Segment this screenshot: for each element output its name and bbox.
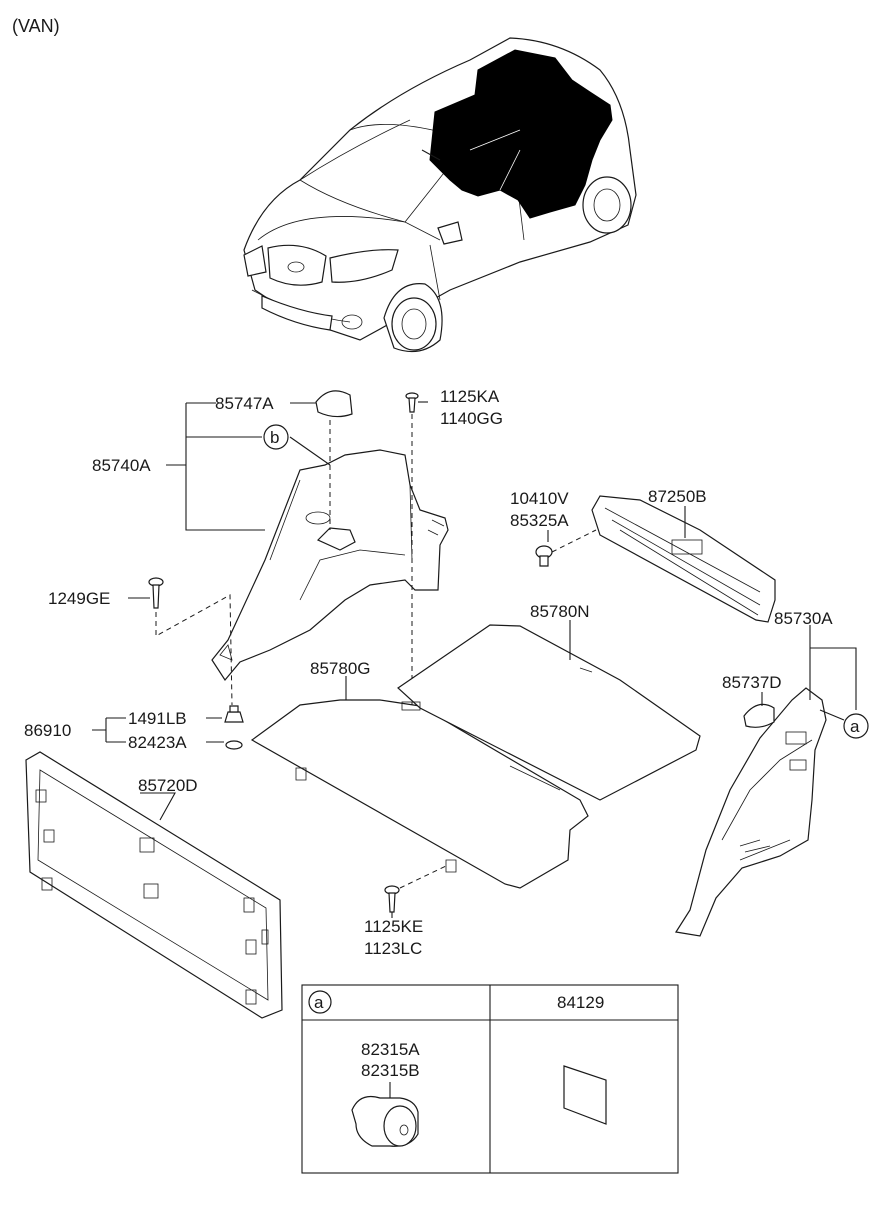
label-85747A: 85747A [215,394,274,413]
car-pillar-line [421,149,441,161]
quarter-trim-tab [219,644,233,661]
bracket-85730A [809,625,857,710]
car-illustration [243,37,637,353]
label-85720D: 85720D [138,776,198,795]
legend-label-82315B: 82315B [361,1061,420,1080]
car-badge [287,261,305,273]
leader-85720D [140,792,176,821]
bracket-85740A [166,402,265,531]
car-front-hub [401,308,427,340]
legend-ref-a-text: a [314,993,324,1012]
label-1140GG: 1140GG [440,409,503,428]
leaders-1491LB-82423A [206,717,224,743]
car-foglight [341,314,363,330]
label-1491LB: 1491LB [128,709,187,728]
ref-b-text: b [270,428,279,447]
label-85325A: 85325A [510,511,569,530]
ref-circle-a [843,713,869,739]
scuff-plate-87250B [591,495,776,623]
label-87250B: 87250B [648,487,707,506]
leader-ref-b [289,436,331,466]
label-82423A: 82423A [128,733,187,752]
quarter-trim-vent [305,511,331,525]
floor-board-85780G [250,699,589,889]
quarter-trim-85740A [211,449,449,682]
screw-1249GE-dashline [155,594,233,706]
floor-cover-85780N [397,624,701,801]
legend-table [301,984,679,1174]
quarter-trim-contours [269,479,413,601]
label-85740A: 85740A [92,456,151,475]
car-front-wheel [391,297,437,351]
label-85737D: 85737D [722,673,782,692]
cover-85737D [743,703,775,728]
screw-1249GE [148,577,164,609]
label-1125KE: 1125KE [364,917,423,936]
screw-1125KE-dashline [399,865,447,889]
quarter-trim-clips [427,519,445,536]
pad-84129 [563,1065,607,1125]
label-85730A: 85730A [774,609,833,628]
legend-header-84129: 84129 [557,993,604,1012]
car-rear-wheel [582,176,632,234]
label-86910: 86910 [24,721,71,740]
car-grille [267,244,327,286]
label-85780G: 85780G [310,659,371,678]
panel-85720D [25,751,283,1019]
car-hood [257,216,441,241]
highlighted-trim-area [429,49,613,219]
label-1249GE: 1249GE [48,589,110,608]
clip-10410V [535,545,553,567]
car-headlight-right [329,249,399,283]
grommet-82315 [351,1082,419,1147]
bracket-86910 [92,717,126,743]
trim-highlight-details [469,129,521,191]
variant-label: (VAN) [12,16,60,36]
car-mirror [437,221,463,245]
car-rear-hub [593,188,621,222]
washer-82423A [225,740,243,750]
car-windshield-edge [299,119,411,181]
quarter-trim-right [675,687,827,937]
screw-1125KA [405,392,419,413]
car-headlight-left [243,245,267,277]
clip-1491LB [224,705,244,723]
ref-circle-b [263,424,289,450]
quarter-trim-left [211,449,449,682]
screw-1125KE [384,885,400,913]
leader-ref-a [819,709,845,721]
label-85780N: 85780N [530,602,590,621]
legend-ref-circle-a [308,990,332,1014]
label-1125KA: 1125KA [440,387,500,406]
car-lower-intake [261,295,333,331]
ref-a-text: a [850,717,860,736]
quarter-trim-hole [316,527,356,551]
cap-85747A [315,390,353,418]
legend-label-82315A: 82315A [361,1040,420,1059]
label-10410V: 10410V [510,489,569,508]
clip-10410V-dashline [551,529,597,553]
label-1123LC: 1123LC [364,939,422,958]
